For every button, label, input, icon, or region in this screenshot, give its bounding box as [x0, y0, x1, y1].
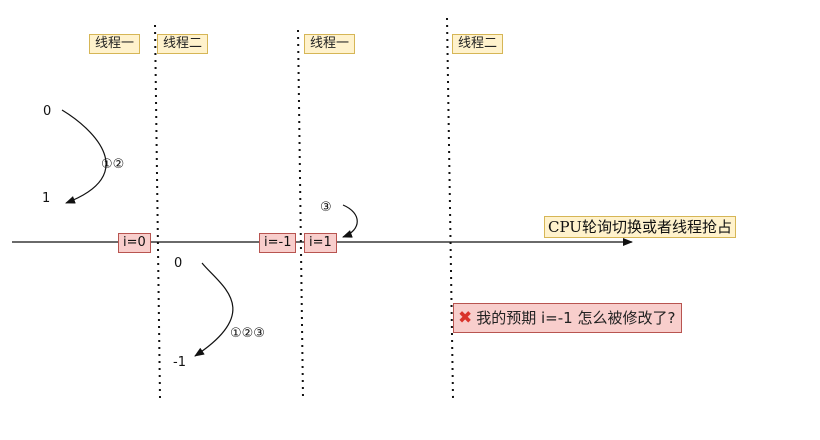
step3-curve-arrow: [342, 204, 358, 238]
note-text: 我的预期 i=-1 怎么被修改了?: [476, 309, 676, 327]
value-box-i-equals-minus-1: i=-1: [259, 233, 297, 253]
cpu-switch-label: CPU轮询切换或者线程抢占: [544, 216, 736, 238]
top-curve-end-value: 1: [42, 191, 51, 206]
unexpected-change-note: ✖我的预期 i=-1 怎么被修改了?: [453, 303, 683, 333]
step3-label: ③: [320, 200, 332, 215]
top-curve-steps: ①②: [101, 157, 125, 172]
bottom-curve-arrow: [194, 262, 234, 357]
bottom-curve-end-value: -1: [173, 355, 186, 370]
top-curve-start-value: 0: [43, 104, 52, 119]
thread-label-one-second: 线程一: [304, 34, 356, 54]
thread-label-two-second: 线程二: [452, 34, 504, 54]
cross-mark-icon: ✖: [458, 308, 473, 328]
value-box-i-equals-0: i=0: [118, 233, 151, 253]
divider-line-3: [446, 17, 454, 399]
divider-line-1: [154, 24, 161, 399]
top-curve-arrow: [61, 109, 107, 204]
divider-line-2: [297, 29, 304, 399]
thread-label-two-first: 线程二: [157, 34, 209, 54]
bottom-curve-start-value: 0: [174, 256, 183, 271]
value-box-i-equals-1: i=1: [304, 233, 337, 253]
thread-label-one-first: 线程一: [89, 34, 141, 54]
bottom-curve-steps: ①②③: [230, 326, 265, 341]
